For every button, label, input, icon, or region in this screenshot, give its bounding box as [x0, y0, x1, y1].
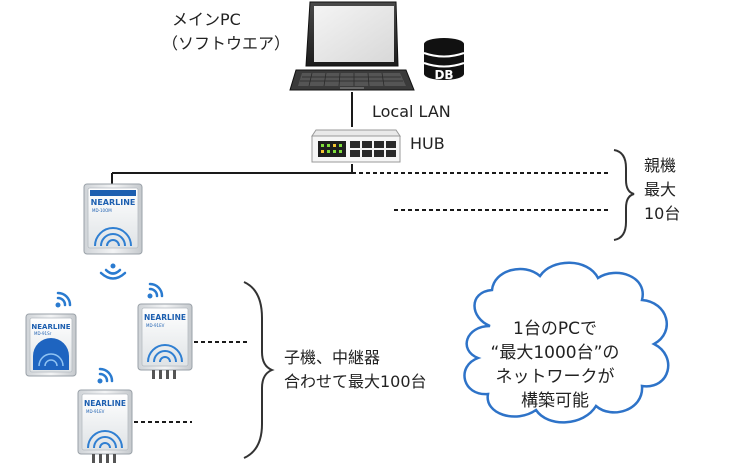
cloud-line-3: ネットワークが [495, 367, 615, 387]
repeater-brand: NEARLINE [31, 323, 70, 331]
child-a-brand: NEARLINE [144, 313, 186, 322]
callout-cloud [463, 261, 670, 424]
parent-model: MD-10OM [92, 208, 112, 213]
cloud-line-4: 構築可能 [521, 391, 589, 411]
wifi-icon-child-b [97, 367, 114, 384]
dashed-lines [134, 172, 608, 423]
child-count-line1: 子機、中継器 [284, 348, 381, 367]
parent-brace [613, 149, 635, 241]
cloud-line-1: 1台のPCで [513, 319, 597, 339]
hub-label: HUB [410, 134, 445, 153]
child-b-brand: NEARLINE [84, 399, 126, 408]
local-lan-label: Local LAN [372, 102, 451, 121]
child-b-model: MD-91EV [86, 409, 105, 414]
network-lines [111, 92, 353, 185]
main-pc-sub-label: （ソフトウエア） [162, 34, 291, 53]
child-a-model: MD-91EV [146, 323, 165, 328]
cloud-line-2: “最大1000台”の [490, 343, 620, 363]
wifi-icon-repeater [55, 291, 72, 308]
parent-device: NEARLINE MD-10OM [83, 183, 143, 255]
parent-brand: NEARLINE [91, 198, 136, 207]
child-count-line2: 合わせて最大100台 [284, 372, 427, 391]
child-device-b: NEARLINE MD-91EV [77, 389, 133, 463]
parent-count-line1: 親機 [644, 156, 677, 175]
wifi-icon-child-a [147, 282, 164, 299]
parent-count-line3: 10台 [644, 204, 681, 223]
repeater-model: MD-91Sr [34, 331, 52, 336]
downlink-wifi-icon [99, 263, 127, 280]
repeater-device: NEARLINE MD-91Sr [25, 313, 77, 377]
laptop-icon [289, 1, 415, 91]
main-pc-label: メインPC [172, 10, 241, 29]
parent-count-line2: 最大 [644, 180, 677, 199]
child-brace [243, 281, 275, 459]
cloud-message: 1台のPCで “最大1000台”の ネットワークが 構築可能 [470, 317, 640, 413]
database-icon: DB [423, 38, 465, 82]
child-device-a: NEARLINE MD-91EV [137, 303, 193, 379]
hub-icon [311, 129, 401, 163]
db-label: DB [434, 68, 453, 82]
